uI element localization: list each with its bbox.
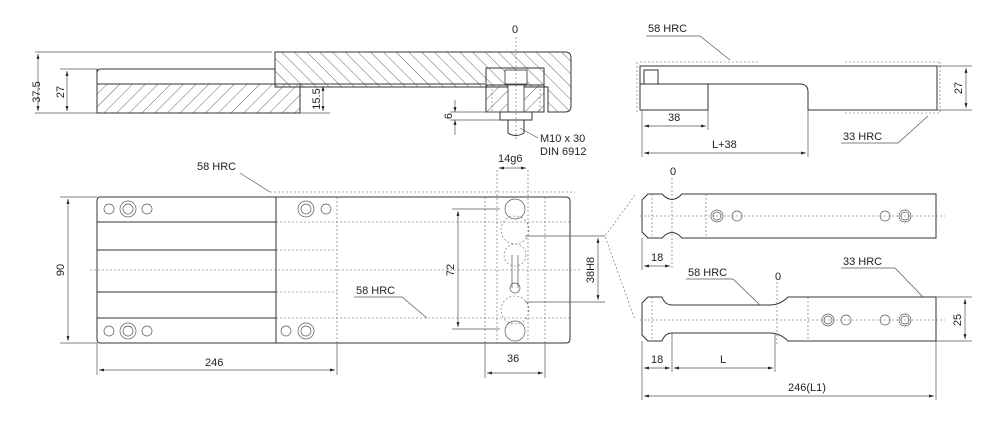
dim-18: 18	[651, 354, 663, 366]
hardness-label: 33 HRC	[843, 256, 882, 268]
slide-upper: 0 18	[640, 166, 945, 270]
side-view: 58 HRC 33 HRC 27 38 L+38	[636, 23, 972, 157]
section-view: 37.5 27 15.5 6 0 M10 x 30 DIN 6912	[31, 24, 586, 158]
dim-l: L	[720, 354, 726, 366]
dim-36: 36	[507, 353, 519, 365]
dim-37-5: 37.5	[31, 81, 43, 102]
dim-27: 27	[55, 86, 67, 98]
zero-mark: 0	[775, 271, 781, 283]
dim-38h8: 38H8	[585, 257, 597, 283]
hardness-label: 58 HRC	[648, 23, 687, 35]
hardness-label: 58 HRC	[688, 267, 727, 279]
screw-standard: DIN 6912	[540, 146, 586, 158]
dim-l-plus-38: L+38	[712, 139, 737, 151]
hardness-label: 58 HRC	[356, 285, 395, 297]
dim-90: 90	[55, 264, 67, 276]
dim-6: 6	[443, 113, 455, 119]
dim-38: 38	[668, 112, 680, 124]
zero-mark: 0	[512, 24, 518, 36]
slide-lower: 0 58 HRC 33 HRC 25 18 L 246(L1)	[640, 256, 972, 400]
zero-mark: 0	[670, 166, 676, 178]
screw-spec: M10 x 30	[540, 133, 585, 145]
dim-14g6: 14g6	[498, 153, 522, 165]
dim-25: 25	[952, 314, 964, 326]
hardness-label: 33 HRC	[843, 131, 882, 143]
dim-246-l1: 246(L1)	[788, 382, 826, 394]
dim-15-5: 15.5	[311, 88, 323, 109]
bolt-holes	[103, 198, 530, 342]
dim-72: 72	[445, 264, 457, 276]
dim-27: 27	[953, 82, 965, 94]
dim-246: 246	[205, 357, 223, 369]
plan-view: 58 HRC 58 HRC 90 246 72 38H8 14g6 36	[55, 153, 636, 378]
hardness-label: 58 HRC	[197, 161, 236, 173]
dim-18: 18	[651, 252, 663, 264]
